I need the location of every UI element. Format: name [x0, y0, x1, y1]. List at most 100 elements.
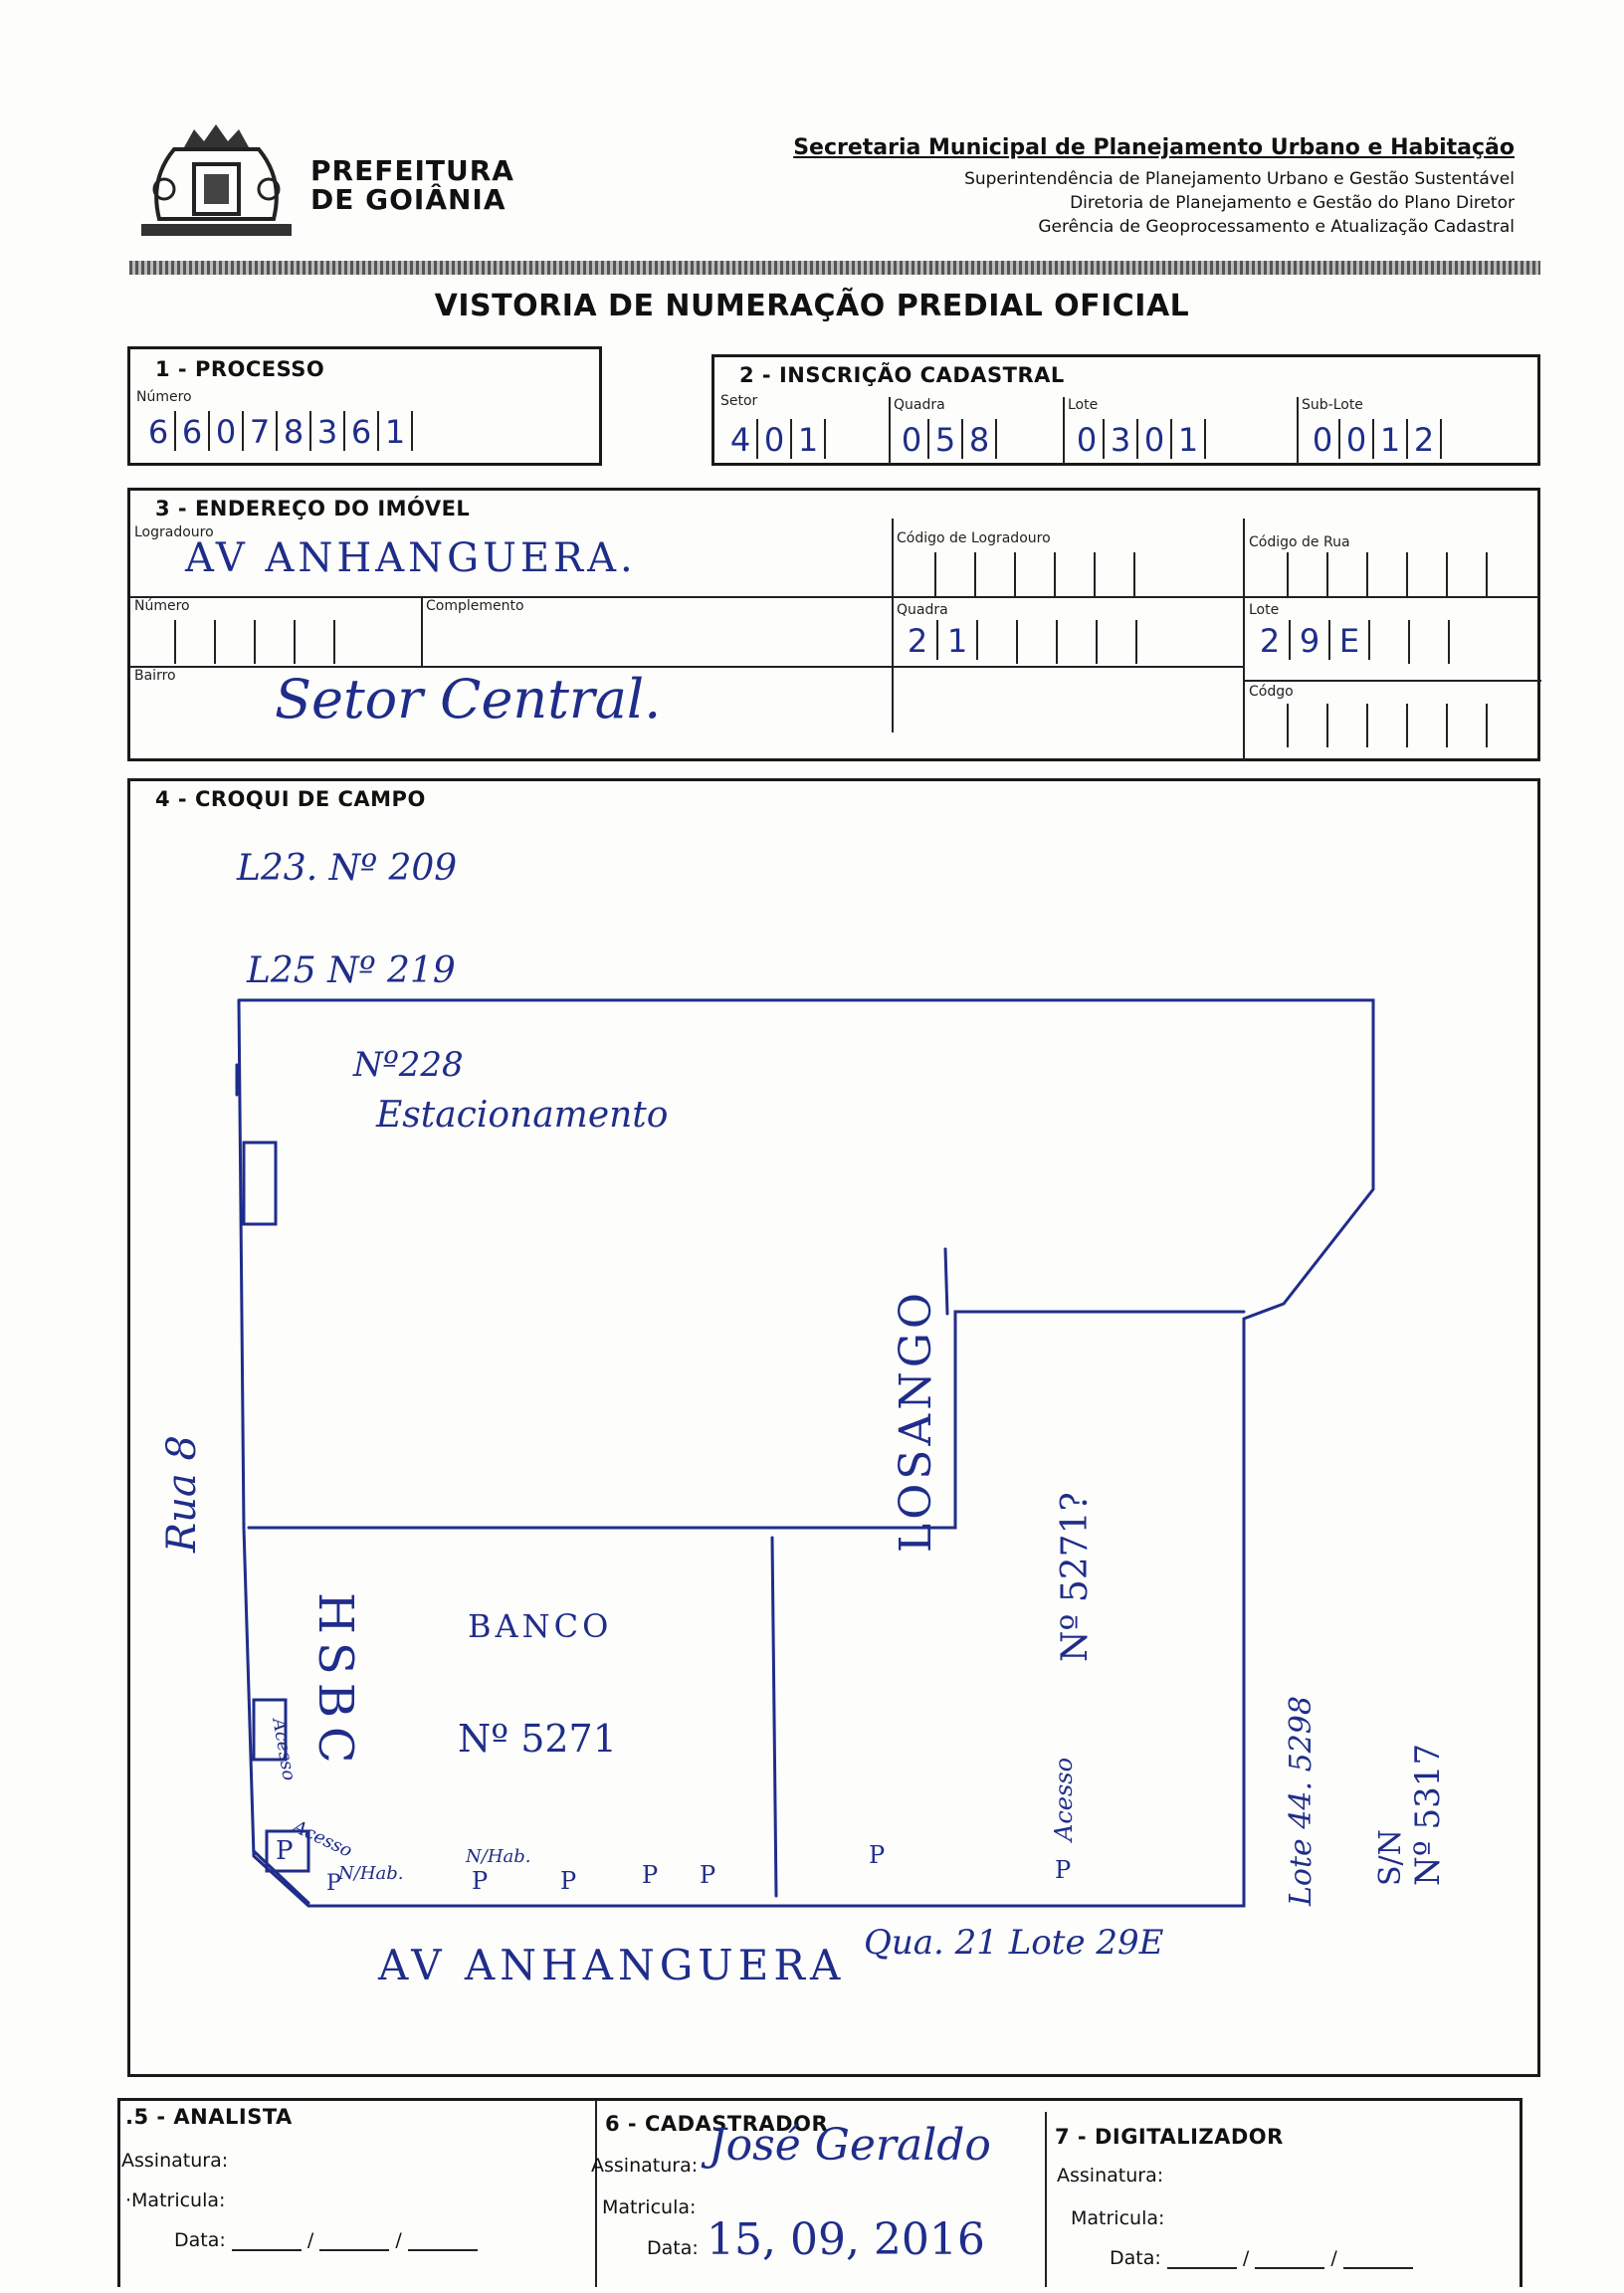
endereco-title: 3 - ENDEREÇO DO IMÓVEL	[155, 497, 471, 521]
cod-logradouro-boxes	[897, 552, 1135, 596]
lote-digit: E	[1330, 620, 1370, 660]
lote-digit: 3	[1105, 419, 1138, 459]
processo-digit: 7	[244, 411, 278, 451]
processo-digit: 0	[210, 411, 244, 451]
header-line-4: Gerência de Geoprocessamento e Atualizaç…	[1038, 217, 1515, 237]
quadra-lote-label: Qua. 21 Lote 29E	[864, 1923, 1164, 1963]
analista-matricula-label: ·Matricula:	[125, 2189, 226, 2211]
quadra-value-3: 2 1	[899, 620, 978, 660]
lote-digit: 0	[1138, 419, 1172, 459]
p-label: P	[472, 1867, 489, 1895]
sublote-digit: 2	[1408, 419, 1442, 459]
org-name-line2: DE GOIÂNIA	[310, 183, 507, 216]
sublote-digit: 0	[1307, 419, 1340, 459]
analista-data-text: Data:	[174, 2229, 226, 2251]
lote-digit: 0	[1071, 419, 1105, 459]
inner-wall	[247, 1310, 1246, 1530]
p-label: P	[869, 1841, 886, 1869]
estacionamento-label: Estacionamento	[376, 1095, 669, 1136]
header-divider	[129, 261, 1540, 275]
analista-assinatura-label: Assinatura:	[121, 2150, 229, 2172]
cadastrador-signature: José Geraldo	[709, 2120, 991, 2171]
parking-box-2	[265, 1829, 310, 1873]
lote-digit: 2	[1251, 620, 1291, 660]
quadra-digit: 0	[896, 419, 929, 459]
analista-data-label: Data: / /	[174, 2229, 478, 2251]
processo-title: 1 - PROCESSO	[155, 357, 325, 381]
p-label: P	[326, 1871, 341, 1896]
quadra-digit: 8	[963, 419, 997, 459]
header-line-3: Diretoria de Planejamento e Gestão do Pl…	[1070, 193, 1515, 213]
sublote-digit: 0	[1340, 419, 1374, 459]
header-line-2: Superintendência de Planejamento Urbano …	[964, 169, 1515, 189]
sublote-digit: 1	[1374, 419, 1408, 459]
processo-digit: 1	[379, 411, 413, 451]
parking-box-1	[252, 1698, 288, 1762]
bairro-label: Bairro	[134, 668, 176, 684]
codigo-boxes	[1249, 704, 1488, 747]
croqui-title: 4 - CROQUI DE CAMPO	[155, 787, 426, 811]
nhab-label-1: N/Hab.	[338, 1863, 404, 1884]
n5317-label: Nº 5317	[1408, 1743, 1448, 1886]
digitalizador-data-text: Data:	[1110, 2247, 1161, 2269]
quadra-boxes	[978, 620, 1137, 664]
nhab-label-2: N/Hab.	[466, 1846, 531, 1867]
entrance-mark	[242, 1141, 278, 1226]
quadra-label: Quadra	[894, 397, 945, 413]
avenida-label: AV ANHANGUERA	[378, 1941, 846, 1989]
setor-label: Setor	[720, 393, 758, 409]
p-label: P	[1055, 1856, 1072, 1884]
sn-label: S/N	[1373, 1829, 1408, 1886]
processo-numero-label: Número	[136, 389, 192, 405]
lote-label: Lote	[1068, 397, 1099, 413]
cod-logradouro-label: Código de Logradouro	[897, 530, 1051, 546]
acesso-label-3: Acesso	[1050, 1757, 1078, 1841]
cadastrador-assinatura-label: Assinatura:	[591, 2155, 699, 2177]
cadastrador-matricula-label: Matricula:	[602, 2196, 697, 2218]
rua-label: Rua 8	[159, 1435, 205, 1553]
lote-value: 0 3 0 1	[1071, 419, 1206, 459]
processo-number: 6 6 0 7 8 3 6 1	[142, 411, 413, 451]
numero-boxes	[136, 620, 335, 664]
lote44-label: Lote 44. 5298	[1284, 1696, 1319, 1906]
complemento-label: Complemento	[426, 598, 524, 614]
lote-boxes	[1370, 620, 1450, 664]
processo-digit: 6	[176, 411, 210, 451]
processo-digit: 3	[311, 411, 345, 451]
banco-label: BANCO	[468, 1607, 613, 1645]
codigo-label: Códgo	[1249, 684, 1294, 700]
l25-label: L25 Nº 219	[247, 950, 456, 991]
n5271-question-label: Nº 5271?	[1055, 1492, 1096, 1662]
digitalizador-assinatura-label: Assinatura:	[1057, 2165, 1164, 2187]
processo-digit: 6	[345, 411, 379, 451]
cod-rua-label: Código de Rua	[1249, 534, 1350, 550]
losango-label: LOSANGO	[891, 1289, 941, 1553]
processo-digit: 8	[278, 411, 311, 451]
footer-section	[117, 2098, 1522, 2287]
secretaria-name: Secretaria Municipal de Planejamento Urb…	[793, 135, 1515, 160]
p-label: P	[560, 1867, 577, 1895]
digitalizador-data-label: Data: / /	[1110, 2247, 1413, 2269]
cadastrador-title: 6 - CADASTRADOR	[605, 2112, 829, 2136]
setor-digit: 1	[792, 419, 826, 459]
lote-label-3: Lote	[1249, 602, 1280, 618]
endereco-section: 3 - ENDEREÇO DO IMÓVEL Logradouro AV ANH…	[127, 488, 1541, 761]
numero-label: Número	[134, 598, 190, 614]
coat-of-arms-icon	[139, 119, 294, 239]
setor-value: 4 0 1	[724, 419, 826, 459]
p-label: P	[276, 1836, 294, 1866]
p-label: P	[642, 1861, 659, 1889]
sublote-label: Sub-Lote	[1302, 397, 1363, 413]
corner-line	[252, 1849, 310, 1905]
processo-section: 1 - PROCESSO Número 6 6 0 7 8 3 6 1	[127, 346, 602, 466]
quadra-label-3: Quadra	[897, 602, 948, 618]
lote-digit: 1	[1172, 419, 1206, 459]
logradouro-label: Logradouro	[134, 524, 214, 540]
p-label: P	[700, 1861, 716, 1889]
banco-number: Nº 5271	[458, 1717, 617, 1761]
divider-wall-1	[770, 1536, 778, 1898]
setor-digit: 4	[724, 419, 758, 459]
n228-label: Nº228	[353, 1045, 464, 1085]
croqui-section: 4 - CROQUI DE CAMPO	[127, 778, 1540, 2077]
